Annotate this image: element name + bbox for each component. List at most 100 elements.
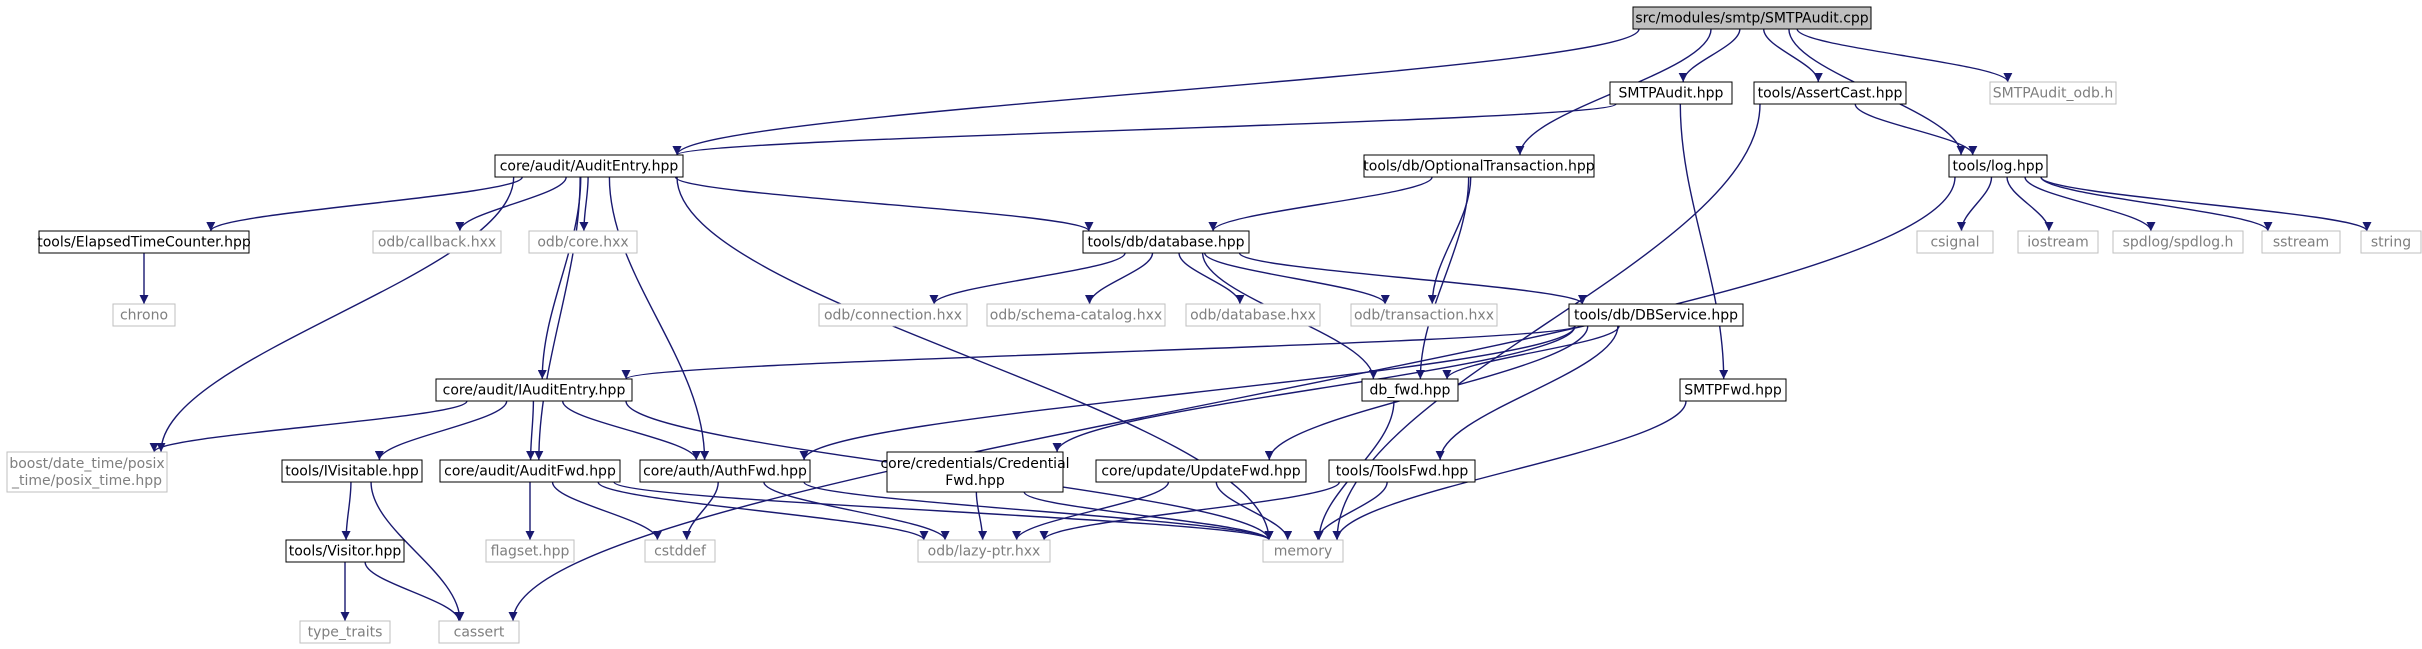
edge-auditentry-to-corehxx xyxy=(579,176,589,232)
node-label: odb/core.hxx xyxy=(537,235,628,251)
edge-dbservice-to-toolsfwd xyxy=(1435,325,1619,461)
node-label: odb/schema-catalog.hxx xyxy=(990,308,1162,324)
node-transaction: odb/transaction.hxx xyxy=(1350,303,1498,327)
node-box xyxy=(485,539,575,563)
node-root[interactable]: src/modules/smtp/SMTPAudit.cpp xyxy=(1632,6,1872,30)
edge-root-to-auditentry xyxy=(672,28,1640,156)
node-auditentry[interactable]: core/audit/AuditEntry.hpp xyxy=(494,154,684,178)
node-memory: memory xyxy=(1262,539,1344,563)
node-visitor[interactable]: tools/Visitor.hpp xyxy=(285,539,405,563)
node-log[interactable]: tools/log.hpp xyxy=(1948,154,2048,178)
node-updatefwd[interactable]: core/update/UpdateFwd.hpp xyxy=(1095,459,1307,483)
node-label: odb/connection.hxx xyxy=(824,308,962,324)
node-smtpaudit_hpp[interactable]: SMTPAudit.hpp xyxy=(1609,81,1733,105)
node-box xyxy=(372,230,502,254)
node-dbfwd[interactable]: db_fwd.hpp xyxy=(1361,378,1459,402)
edge-updatefwd-to-memory xyxy=(1215,481,1293,541)
node-label: type_traits xyxy=(308,625,383,641)
edge-auditentry-to-database_hpp xyxy=(674,176,1094,232)
node-chrono: chrono xyxy=(112,303,176,327)
edge-ivisitable-to-cassert xyxy=(370,481,465,622)
edge-log-to-spdlog xyxy=(2024,176,2156,232)
node-sstream: sstream xyxy=(2261,230,2341,254)
node-box xyxy=(986,303,1166,327)
node-label: db_fwd.hpp xyxy=(1370,383,1451,399)
node-box xyxy=(1679,378,1787,402)
node-label: cstddef xyxy=(654,544,707,560)
node-box xyxy=(1753,81,1907,105)
node-box xyxy=(644,539,716,563)
node-elapsed[interactable]: tools/ElapsedTimeCounter.hpp xyxy=(37,230,251,254)
node-box xyxy=(494,154,684,178)
edge-auditentry-to-elapsed xyxy=(206,176,523,232)
edge-auditentry-to-memory xyxy=(676,176,1274,541)
node-label: tools/Visitor.hpp xyxy=(289,544,402,560)
node-spdlog: spdlog/spdlog.h xyxy=(2112,230,2244,254)
node-box xyxy=(1568,303,1744,327)
node-box xyxy=(1916,230,1994,254)
edge-smtpaudit_hpp-to-auditentry xyxy=(672,103,1617,156)
edge-auditfwd-to-memory xyxy=(613,481,1274,541)
node-smtpaudit_odb: SMTPAudit_odb.h xyxy=(1989,81,2117,105)
edge-toolsfwd-to-lazyptr xyxy=(1039,481,1340,541)
node-label: flagset.hpp xyxy=(491,544,570,560)
node-label: tools/db/database.hpp xyxy=(1087,235,1244,251)
node-smtpfwd[interactable]: SMTPFwd.hpp xyxy=(1679,378,1787,402)
edge-log-to-string xyxy=(2040,176,2372,232)
node-csignal: csignal xyxy=(1916,230,1994,254)
node-iauditentry[interactable]: core/audit/IAuditEntry.hpp xyxy=(435,378,633,402)
node-box xyxy=(438,620,520,644)
node-label: SMTPFwd.hpp xyxy=(1684,383,1782,399)
node-box xyxy=(281,459,423,483)
node-auditfwd[interactable]: core/audit/AuditFwd.hpp xyxy=(439,459,621,483)
edge-auditentry-to-posixtime xyxy=(156,176,515,453)
node-label: tools/ToolsFwd.hpp xyxy=(1336,464,1469,480)
edge-database_hpp-to-connection xyxy=(929,252,1126,305)
node-toolsfwd[interactable]: tools/ToolsFwd.hpp xyxy=(1328,459,1476,483)
edge-assertcast-to-log xyxy=(1854,103,1978,156)
edge-iauditentry-to-ivisitable xyxy=(374,400,508,461)
node-cassert: cassert xyxy=(438,620,520,644)
node-label: core/update/UpdateFwd.hpp xyxy=(1101,464,1300,480)
node-lazyptr: odb/lazy-ptr.hxx xyxy=(917,539,1051,563)
node-optionaltransaction[interactable]: tools/db/OptionalTransaction.hpp xyxy=(1363,154,1595,178)
node-label: tools/ElapsedTimeCounter.hpp xyxy=(37,235,251,251)
node-schemacatalog: odb/schema-catalog.hxx xyxy=(986,303,1166,327)
node-label: Fwd.hpp xyxy=(945,473,1005,489)
node-cstddef: cstddef xyxy=(644,539,716,563)
nodes-layer: src/modules/smtp/SMTPAudit.cppSMTPAudit.… xyxy=(6,6,2422,644)
edge-log-to-iostream xyxy=(2006,176,2054,232)
node-label: tools/AssertCast.hpp xyxy=(1758,86,1903,102)
node-authfwd[interactable]: core/auth/AuthFwd.hpp xyxy=(639,459,811,483)
node-ivisitable[interactable]: tools/IVisitable.hpp xyxy=(281,459,423,483)
node-label: sstream xyxy=(2273,235,2329,251)
edge-root-to-assertcast xyxy=(1763,28,1823,83)
edge-auditentry-to-callback xyxy=(455,176,567,232)
node-box xyxy=(2017,230,2099,254)
node-label: odb/transaction.hxx xyxy=(1354,308,1494,324)
node-label: odb/database.hxx xyxy=(1190,308,1316,324)
node-label: chrono xyxy=(120,308,168,324)
edge-visitor-to-cassert xyxy=(364,561,464,622)
node-label: csignal xyxy=(1930,235,1979,251)
node-databasehxx: odb/database.hxx xyxy=(1185,303,1321,327)
node-box xyxy=(886,451,1064,493)
edge-log-to-sstream xyxy=(2040,176,2273,232)
node-box xyxy=(299,620,391,644)
node-label: memory xyxy=(1274,544,1333,560)
node-box xyxy=(1082,230,1250,254)
edge-dbservice-to-authfwd xyxy=(799,325,1576,461)
node-box xyxy=(1185,303,1321,327)
node-assertcast[interactable]: tools/AssertCast.hpp xyxy=(1753,81,1907,105)
node-box xyxy=(1609,81,1733,105)
node-dbservice[interactable]: tools/db/DBService.hpp xyxy=(1568,303,1744,327)
node-label: core/credentials/Credential xyxy=(880,456,1069,472)
edge-auditfwd-to-cstddef xyxy=(551,481,662,541)
node-box xyxy=(818,303,968,327)
node-database_hpp[interactable]: tools/db/database.hpp xyxy=(1082,230,1250,254)
node-box xyxy=(1989,81,2117,105)
edge-iauditentry-to-authfwd xyxy=(561,400,701,461)
node-box xyxy=(38,230,250,254)
